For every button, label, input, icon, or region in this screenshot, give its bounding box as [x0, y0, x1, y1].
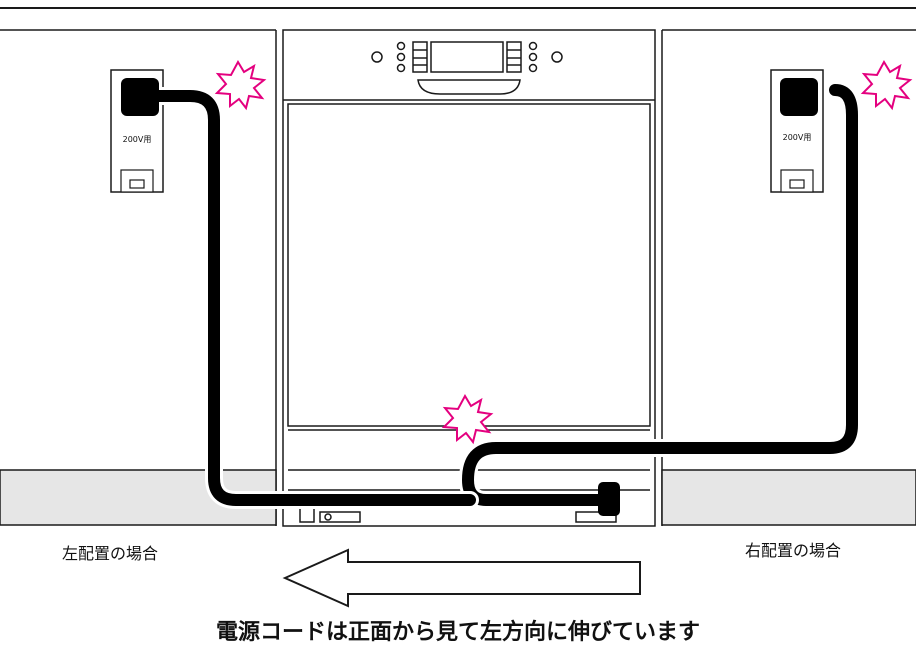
spark-burst-icon: [860, 59, 913, 111]
cord-direction-caption: 電源コードは正面から見て左方向に伸びています: [215, 620, 700, 645]
left-arrow-icon: [282, 548, 641, 608]
spark-burst-icon: [441, 393, 494, 445]
panel-button-icon: [371, 51, 383, 63]
left-plug: [121, 78, 159, 116]
right-placement-caption: 右配置の場合: [745, 541, 842, 560]
door-handle: [417, 79, 521, 95]
cord-left-routing: [149, 90, 476, 506]
panel-button-icon: [551, 51, 563, 63]
display-screen: [430, 41, 504, 73]
right-plug: [780, 78, 818, 116]
power-cord: [146, 81, 861, 509]
left-placement-caption: 左配置の場合: [62, 544, 159, 563]
appliance-cord-exit: [598, 482, 620, 516]
dishwasher-frame: [282, 29, 656, 527]
dishwasher-door: [287, 103, 651, 427]
right-outlet-label: 200V用: [783, 133, 812, 142]
right-plinth: [661, 469, 916, 526]
right-cabinet: [661, 29, 916, 526]
spark-burst-icon: [214, 59, 267, 111]
left-outlet-label: 200V用: [123, 135, 152, 144]
